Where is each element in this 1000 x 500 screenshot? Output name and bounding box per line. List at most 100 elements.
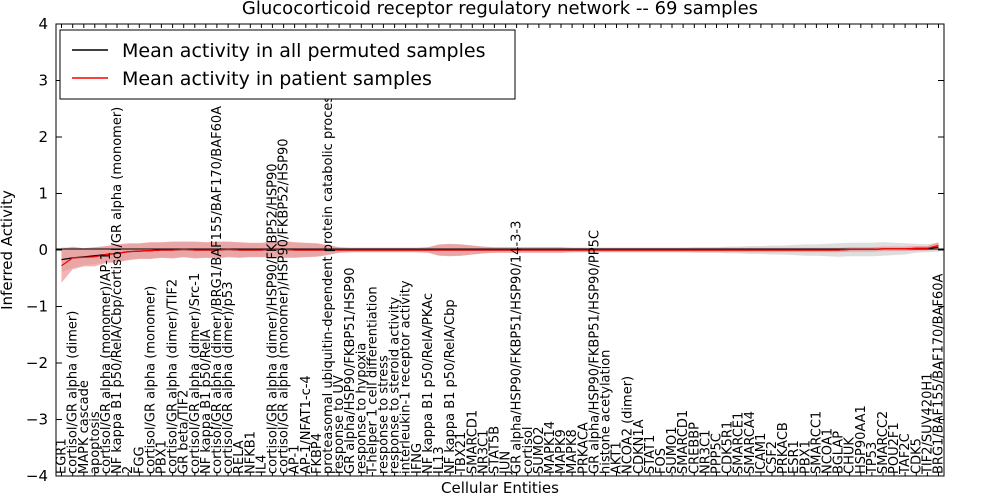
category-label: STAT1 xyxy=(643,435,658,474)
band-1 xyxy=(61,241,939,283)
category-label: PBX1 xyxy=(798,440,813,474)
category-label: T-helper 1 cell differentiation xyxy=(365,286,380,475)
y-axis-label: Inferred Activity xyxy=(0,190,16,310)
category-label: MAPK14 xyxy=(543,421,558,474)
category-label: cortisol/GR alpha (dimer)/TIF2 xyxy=(166,279,181,474)
category-label: cortisol/GR alpha (monomer)/AP-1 xyxy=(99,252,114,474)
category-label: cortisol/GR alpha (dimer)/HSP90/FKBP52/H… xyxy=(265,163,280,474)
legend: Mean activity in all permuted samples Me… xyxy=(59,29,516,100)
category-label: response to hypoxia xyxy=(354,343,369,474)
y-axis: 4 3 2 1 0 −1 −2 −3 −4 xyxy=(26,15,944,485)
legend-label-permuted: Mean activity in all permuted samples xyxy=(122,40,485,62)
category-label: cortisol/GR alpha (monomer) xyxy=(143,286,158,474)
category-label: RELA xyxy=(232,440,247,474)
category-label: SUMO2 xyxy=(532,427,547,475)
category-label: TBX21 xyxy=(454,432,469,475)
category-label: NR3C1 xyxy=(698,430,713,474)
category-label: SMARCC1 xyxy=(809,411,824,474)
category-label: SMARCA4 xyxy=(743,411,758,474)
category-label: NF kappa B1 p50/RelA/Cbp xyxy=(443,299,458,474)
category-label: POU2F1 xyxy=(887,422,902,474)
y-tick-label: −3 xyxy=(26,411,48,429)
category-label: SMARCC2 xyxy=(876,411,891,474)
category-label: NF kappa B1 p50/RelA/Cbp/cortisol/GR alp… xyxy=(110,107,125,474)
category-label: GR alpha/HSP90/FKBP51/HSP90/14-3-3 xyxy=(510,221,525,474)
y-tick-label: 3 xyxy=(38,72,48,90)
category-label: AP-1/NFAT1-c-4 xyxy=(299,375,314,474)
category-label: ICAM1 xyxy=(754,433,769,474)
category-label: SMARCD1 xyxy=(676,410,691,474)
category-label: CSF2 xyxy=(765,441,780,474)
series-lines xyxy=(61,244,939,267)
category-label: cortisol/GR alpha (dimer)/p53 xyxy=(221,282,236,474)
category-label: MAPK cascade xyxy=(77,380,92,474)
category-label: NF kappa B1 p50/RelA/PKAc xyxy=(421,293,436,474)
category-label: MAPK8 xyxy=(565,429,580,474)
category-label: NFKB1 xyxy=(243,431,258,474)
category-label: 2 xyxy=(121,466,136,474)
category-label: cortisol/GR alpha (dimer) xyxy=(66,311,81,474)
category-label: response to steroid activity xyxy=(388,297,403,474)
category-label: GR alpha/HSP90/FKBP51/HSP90/PP5C xyxy=(587,230,602,474)
category-label: response to UV xyxy=(332,375,347,474)
category-label: PPP5C xyxy=(710,433,725,474)
category-label: JUN xyxy=(499,451,514,475)
category-label: SMARCD1 xyxy=(465,410,480,474)
category-label: cortisol/GR alpha (dimer)/Src-1 xyxy=(188,273,203,474)
category-label: FGG xyxy=(132,446,147,474)
category-label: CDK5 xyxy=(909,438,924,474)
category-label: ESR1 xyxy=(787,440,802,474)
category-label: HSP90AA1 xyxy=(854,405,869,474)
chart-title: Glucocorticoid receptor regulatory netwo… xyxy=(242,0,758,19)
category-label: NR3C1 xyxy=(476,430,491,474)
category-label: cortisol xyxy=(521,427,536,475)
y-tick-label: 2 xyxy=(38,128,48,146)
category-label: FKBP4 xyxy=(310,433,325,474)
category-label: CDKN1A xyxy=(632,419,647,474)
category-label: GR beta/TIF2 xyxy=(177,390,192,474)
category-label: CDK5R1 xyxy=(721,421,736,474)
category-label: interleukin-1 receptor activity xyxy=(399,280,414,474)
category-label: BRG1/BAF155/BAF170/BAF60A xyxy=(932,274,947,474)
category-label: STAT5B xyxy=(487,426,502,474)
category-label: TP53 xyxy=(865,442,880,475)
x-axis-ticks xyxy=(61,24,939,476)
category-label: PBX1 xyxy=(154,440,169,474)
category-label: PRKACA xyxy=(576,422,591,474)
category-label: NCOA1 xyxy=(821,428,836,474)
category-label: AP-1 xyxy=(288,445,303,474)
category-label: BGLAP xyxy=(832,431,847,474)
category-label: AKT1 xyxy=(610,441,625,474)
category-label: cortisol/GR alpha (dimer)/BRG1/BAF155/BA… xyxy=(210,106,225,474)
category-label: IFNG xyxy=(410,443,425,474)
category-label: CHUK xyxy=(843,437,858,474)
y-tick-label: −4 xyxy=(26,467,48,485)
category-label: MAPK9 xyxy=(554,429,569,474)
category-label: IL4 xyxy=(254,455,269,474)
category-label: FOS xyxy=(654,448,669,474)
category-label: NCOA2 (dimer) xyxy=(621,376,636,474)
category-label: SMARCE1 xyxy=(732,412,747,474)
y-tick-label: 1 xyxy=(38,185,48,203)
category-label: cortisol/GR alpha (monomer)/HSP90/FKBP52… xyxy=(277,139,292,474)
y-tick-label: 0 xyxy=(38,241,48,259)
category-label: proteasomal ubiquitin-dependent protein … xyxy=(321,89,336,474)
category-label: IL13 xyxy=(432,446,447,474)
category-label: SUMO1 xyxy=(665,427,680,475)
category-label: TAF2C xyxy=(898,433,913,475)
category-label: PRKACB xyxy=(776,422,791,474)
category-label: EGR1 xyxy=(55,438,70,474)
category-label: histone acetylation xyxy=(599,350,614,474)
category-label: GR alpha/HSP90/FKBP51/HSP90 xyxy=(343,267,358,474)
category-label: CREBBP xyxy=(687,422,702,474)
x-axis-label: Cellular Entities xyxy=(441,479,559,497)
y-tick-label: −2 xyxy=(26,354,48,372)
y-tick-label: 4 xyxy=(38,15,48,33)
legend-box xyxy=(59,29,516,100)
category-label: NF kappa B1 p50/RelA xyxy=(199,329,214,474)
category-label: apoptosis xyxy=(88,411,103,474)
category-label: response to stress xyxy=(376,355,391,474)
y-tick-label: −1 xyxy=(26,298,48,316)
